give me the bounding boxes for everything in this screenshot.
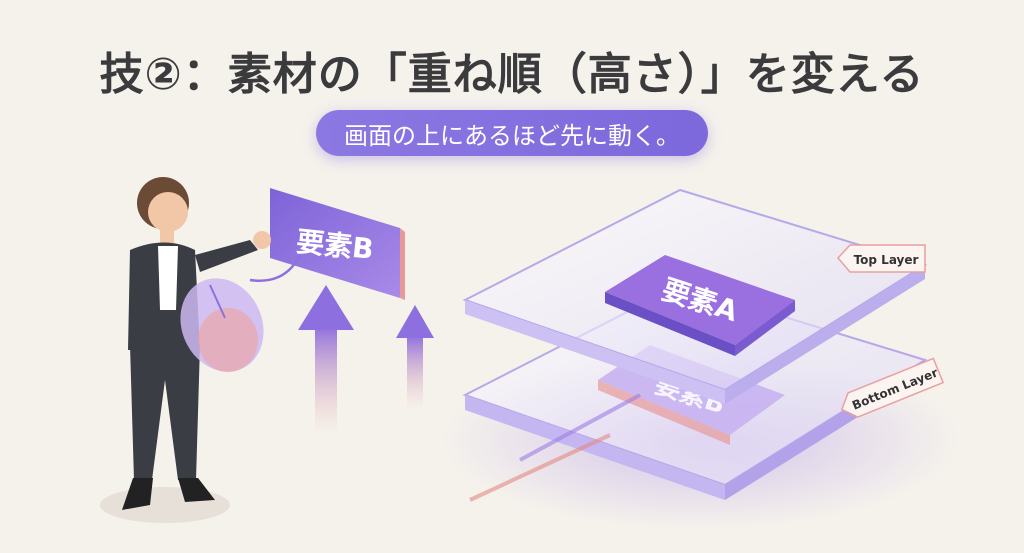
woman-figure — [100, 177, 302, 523]
mouse-icon — [180, 278, 264, 372]
element-a-card: 要素A — [605, 255, 795, 356]
element-b-held-card: 要素B — [270, 188, 405, 300]
element-b-held-label: 要素B — [295, 225, 375, 266]
top-layer-tag: Top Layer — [836, 244, 926, 273]
up-arrow-icon — [298, 285, 354, 435]
top-layer-label: Top Layer — [854, 253, 919, 267]
up-arrow-small-icon — [396, 305, 434, 410]
page-title: 技②：素材の「重ね順（高さ）」を変える — [99, 49, 925, 100]
subtitle-badge: 画面の上にあるほど先に動く。 — [316, 110, 708, 156]
